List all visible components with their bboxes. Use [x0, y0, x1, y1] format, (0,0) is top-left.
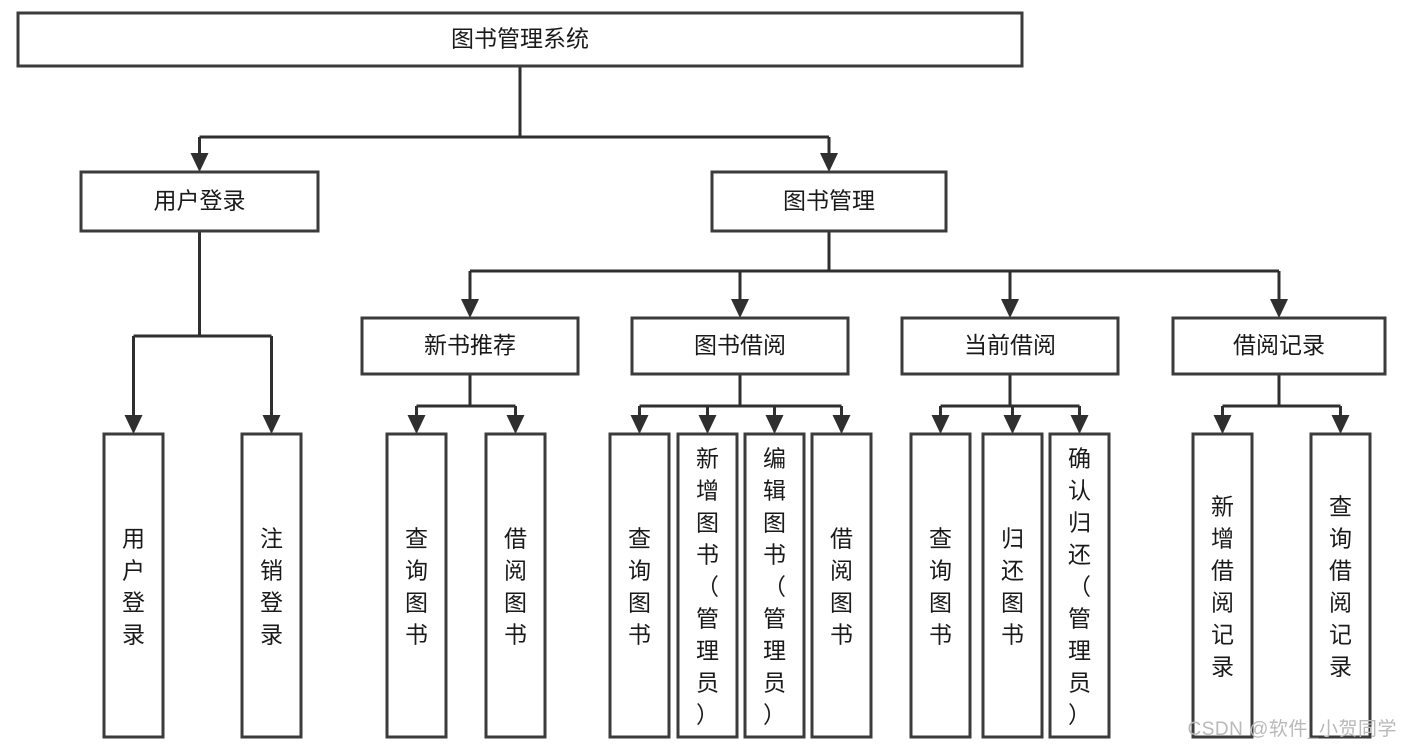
node-leaf-add-book[interactable]: 新增图书（管理员）: [676, 432, 739, 739]
node-box-leaf-query-book-borrow[interactable]: [608, 432, 671, 739]
node-label-book-borrow: 图书借阅: [694, 332, 786, 358]
node-leaf-return-book[interactable]: 归还图书: [981, 432, 1044, 739]
node-label-leaf-query-book-current: 查询图书: [929, 525, 952, 647]
node-borrow-record[interactable]: 借阅记录: [1171, 316, 1387, 376]
node-box-leaf-query-book-recommend[interactable]: [385, 432, 448, 739]
node-current-borrow[interactable]: 当前借阅: [900, 316, 1120, 376]
node-box-current-borrow[interactable]: [900, 316, 1120, 376]
node-leaf-user-login[interactable]: 用户登录: [102, 432, 165, 739]
conn-borrow-to-leaves-arrow-2: [765, 415, 784, 434]
node-label-user-login: 用户登录: [154, 188, 246, 214]
node-label-leaf-add-borrow-record: 新增借阅记录: [1211, 493, 1234, 679]
conn-recommend-to-leaves-arrow-0: [407, 415, 426, 434]
node-label-leaf-logout: 注销登录: [260, 525, 283, 647]
node-box-leaf-add-book[interactable]: [676, 432, 739, 739]
node-box-leaf-query-book-current[interactable]: [909, 432, 972, 739]
node-box-leaf-borrow-book-recommend[interactable]: [484, 432, 547, 739]
node-label-book-manage: 图书管理: [783, 188, 875, 214]
node-label-leaf-user-login: 用户登录: [122, 525, 145, 647]
node-label-leaf-borrow-book: 借阅图书: [830, 525, 853, 647]
node-label-leaf-return-book: 归还图书: [1001, 525, 1024, 647]
node-leaf-borrow-book-recommend[interactable]: 借阅图书: [484, 432, 547, 739]
conn-current-to-leaves-arrow-2: [1070, 415, 1089, 434]
conn-bookmanage-to-level3-arrow-2: [1001, 299, 1019, 318]
conn-userlogin-to-leaves-arrow-0: [124, 415, 143, 434]
node-leaf-confirm-return[interactable]: 确认归还（管理员）: [1048, 432, 1111, 739]
node-leaf-edit-book[interactable]: 编辑图书（管理员）: [743, 432, 806, 739]
node-label-leaf-query-book-borrow: 查询图书: [628, 525, 651, 647]
node-box-leaf-logout[interactable]: [240, 432, 303, 739]
node-box-leaf-confirm-return[interactable]: [1048, 432, 1111, 739]
conn-current-to-leaves-arrow-1: [1003, 415, 1022, 434]
node-user-login[interactable]: 用户登录: [79, 170, 320, 233]
node-book-borrow[interactable]: 图书借阅: [630, 316, 850, 376]
node-box-new-book-recommend[interactable]: [360, 316, 580, 376]
conn-recommend-to-leaves-arrow-1: [506, 415, 525, 434]
conn-bookmanage-to-level3-arrow-0: [461, 299, 479, 318]
conn-borrow-to-leaves-arrow-0: [630, 415, 649, 434]
node-layer: 图书管理系统用户登录图书管理新书推荐图书借阅当前借阅借阅记录用户登录注销登录查询…: [16, 11, 1387, 739]
node-root[interactable]: 图书管理系统: [16, 11, 1024, 68]
node-box-book-borrow[interactable]: [630, 316, 850, 376]
node-leaf-logout[interactable]: 注销登录: [240, 432, 303, 739]
conn-record-to-leaves-arrow-1: [1331, 415, 1350, 434]
node-leaf-query-borrow-record[interactable]: 查询借阅记录: [1309, 432, 1372, 739]
node-label-leaf-confirm-return: 确认归还（管理员）: [1068, 445, 1091, 727]
conn-borrow-to-leaves-arrow-3: [832, 415, 851, 434]
node-leaf-query-book-recommend[interactable]: 查询图书: [385, 432, 448, 739]
conn-bookmanage-to-level3-arrow-3: [1270, 299, 1288, 318]
node-label-leaf-edit-book: 编辑图书（管理员）: [763, 445, 786, 727]
conn-bookmanage-to-level3-arrow-1: [731, 299, 749, 318]
conn-borrow-to-leaves-arrow-1: [698, 415, 717, 434]
node-box-leaf-user-login[interactable]: [102, 432, 165, 739]
node-book-manage[interactable]: 图书管理: [710, 170, 948, 233]
node-label-leaf-add-book: 新增图书（管理员）: [696, 445, 719, 727]
conn-root-to-level2-arrow-0: [190, 153, 209, 172]
node-label-leaf-query-borrow-record: 查询借阅记录: [1329, 493, 1352, 679]
conn-root-to-level2-arrow-1: [820, 153, 838, 172]
node-box-user-login[interactable]: [79, 170, 320, 233]
connector-layer: [124, 66, 1350, 434]
node-box-leaf-query-borrow-record[interactable]: [1309, 432, 1372, 739]
node-leaf-add-borrow-record[interactable]: 新增借阅记录: [1191, 432, 1254, 739]
conn-record-to-leaves-arrow-0: [1213, 415, 1232, 434]
node-box-book-manage[interactable]: [710, 170, 948, 233]
node-box-leaf-add-borrow-record[interactable]: [1191, 432, 1254, 739]
node-box-borrow-record[interactable]: [1171, 316, 1387, 376]
watermark-label: CSDN @软件_小贺同学: [1187, 719, 1397, 740]
node-leaf-query-book-borrow[interactable]: 查询图书: [608, 432, 671, 739]
node-leaf-query-book-current[interactable]: 查询图书: [909, 432, 972, 739]
conn-userlogin-to-leaves-arrow-1: [262, 415, 281, 434]
node-leaf-borrow-book[interactable]: 借阅图书: [810, 432, 873, 739]
node-label-leaf-borrow-book-recommend: 借阅图书: [504, 525, 527, 647]
node-label-leaf-query-book-recommend: 查询图书: [405, 525, 428, 647]
node-label-root: 图书管理系统: [451, 26, 589, 52]
conn-current-to-leaves-arrow-0: [931, 415, 950, 434]
node-label-current-borrow: 当前借阅: [964, 332, 1056, 358]
node-box-leaf-return-book[interactable]: [981, 432, 1044, 739]
node-box-root[interactable]: [16, 11, 1024, 68]
node-box-leaf-borrow-book[interactable]: [810, 432, 873, 739]
node-label-borrow-record: 借阅记录: [1233, 332, 1325, 358]
node-box-leaf-edit-book[interactable]: [743, 432, 806, 739]
node-new-book-recommend[interactable]: 新书推荐: [360, 316, 580, 376]
node-label-new-book-recommend: 新书推荐: [424, 332, 516, 358]
